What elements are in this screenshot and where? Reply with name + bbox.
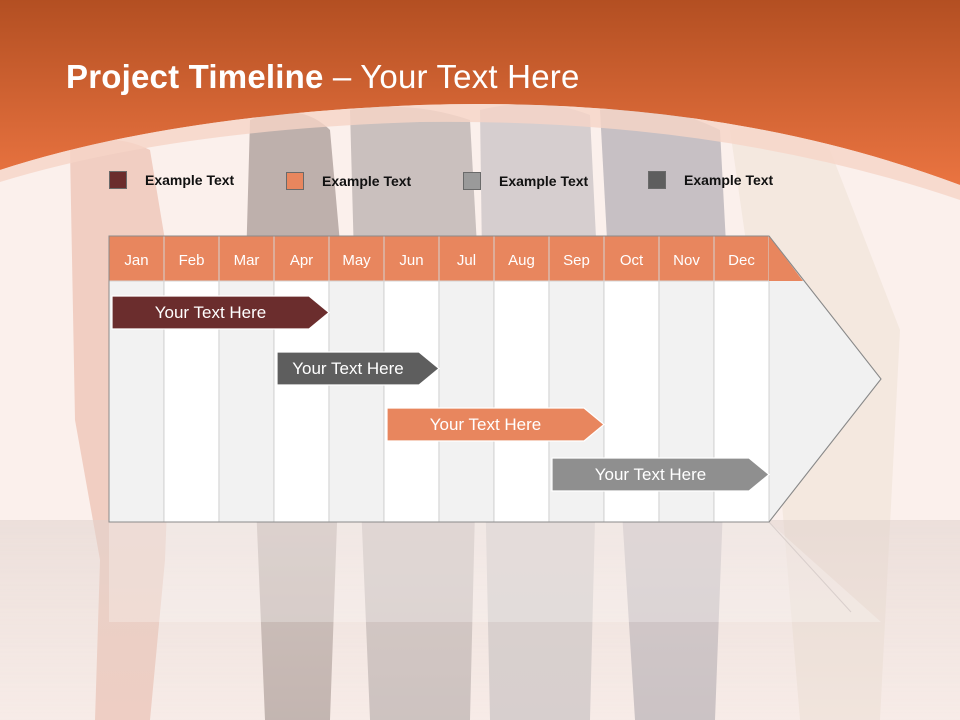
legend-item-2: Example Text (286, 172, 436, 192)
month-label: Mar (234, 252, 260, 269)
page-title: Project Timeline – Your Text Here (66, 58, 580, 96)
month-header-cell (603, 235, 660, 282)
legend-swatch-3 (463, 172, 481, 190)
title-rest: – Your Text Here (323, 58, 580, 95)
month-header-cell (548, 235, 605, 282)
month-label: Nov (673, 252, 700, 269)
month-header-cell (273, 235, 330, 282)
legend-label-3: Example Text (499, 173, 589, 189)
task-bar-label: Your Text Here (595, 465, 707, 484)
month-header-cell (218, 235, 275, 282)
title-bold: Project Timeline (66, 58, 324, 95)
month-column (493, 280, 550, 523)
month-header-cell (438, 235, 495, 282)
legend-label-2: Example Text (322, 173, 412, 189)
month-header-cell (493, 235, 550, 282)
task-bar-label: Your Text Here (292, 359, 404, 378)
month-header-cell (383, 235, 440, 282)
month-label: Apr (290, 252, 313, 269)
month-label: Sep (563, 252, 590, 269)
timeline-arrow-outline (108, 235, 882, 523)
task-bar (111, 295, 330, 330)
task-bar (276, 351, 440, 386)
month-label: Aug (508, 252, 535, 269)
timeline-reflection (109, 522, 881, 622)
month-header-cell (108, 235, 165, 282)
legend-item-3: Example Text (463, 172, 613, 192)
month-column (383, 280, 440, 523)
month-label: May (342, 252, 371, 269)
month-label: Dec (728, 252, 755, 269)
legend-label-1: Example Text (145, 172, 235, 188)
month-column (438, 280, 495, 523)
legend-swatch-1 (109, 171, 127, 189)
task-bar (386, 407, 605, 442)
month-column (328, 280, 385, 523)
task-bar-label: Your Text Here (155, 303, 267, 322)
task-bar (551, 457, 770, 492)
legend-label-4: Example Text (684, 172, 774, 188)
reflection-edge (768, 521, 852, 613)
task-bar-label: Your Text Here (430, 415, 542, 434)
legend-item-1: Example Text (109, 171, 259, 191)
month-label: Jul (457, 252, 476, 269)
month-label: Oct (620, 252, 644, 269)
legend-swatch-4 (648, 171, 666, 189)
header-band (0, 0, 960, 185)
legend-swatch-2 (286, 172, 304, 190)
month-label: Feb (179, 252, 205, 269)
month-label: Jan (124, 252, 148, 269)
legend-item-4: Example Text (648, 171, 798, 191)
month-header-cell (163, 235, 220, 282)
month-label: Jun (399, 252, 423, 269)
